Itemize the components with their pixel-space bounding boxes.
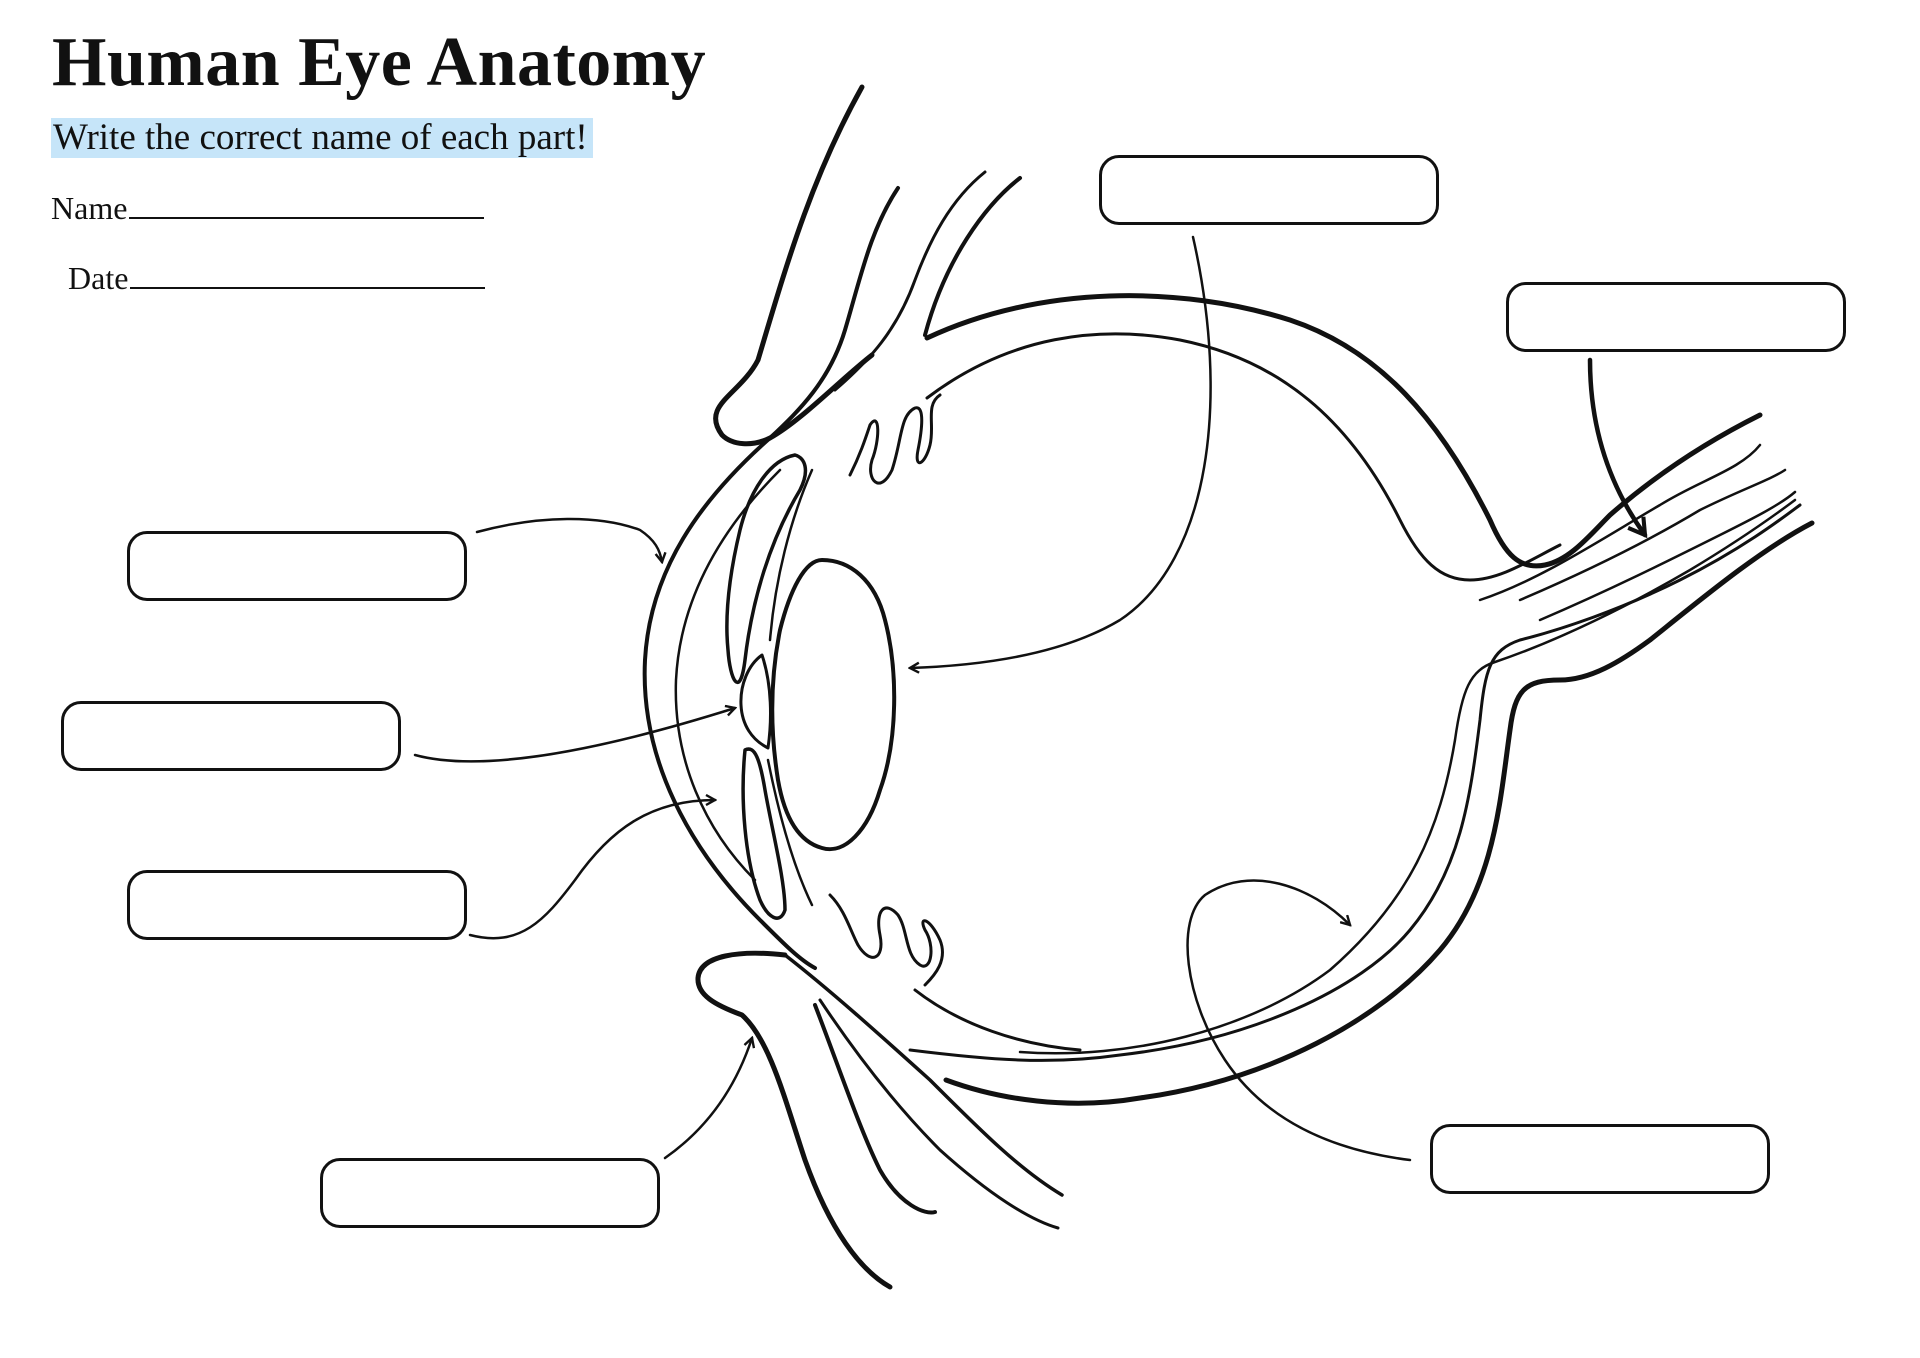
label-box-left-lower[interactable]: [127, 870, 467, 940]
vitreous-outline: [913, 988, 1082, 1052]
name-write-line[interactable]: [129, 193, 485, 219]
date-field-row: Date: [68, 260, 486, 297]
pointer-optic-nerve: [1587, 357, 1645, 535]
lower-eyelid: [695, 950, 1064, 1290]
lens: [770, 558, 897, 852]
date-write-line[interactable]: [130, 263, 486, 289]
label-box-top-right[interactable]: [1506, 282, 1846, 352]
optic-nerve: [1478, 443, 1797, 622]
date-label: Date: [68, 260, 129, 296]
worksheet-title: Human Eye Anatomy: [52, 24, 707, 101]
name-label: Name: [51, 190, 128, 226]
iris: [725, 393, 944, 987]
sclera: [908, 293, 1815, 1106]
label-box-left-middle[interactable]: [61, 701, 401, 771]
label-box-bottom-right[interactable]: [1430, 1124, 1770, 1194]
retina-layer: [1018, 498, 1797, 1055]
pointer-cornea: [475, 517, 662, 562]
cornea: [642, 436, 817, 970]
name-field-row: Name: [51, 190, 485, 227]
upper-eyelid: [713, 84, 1022, 447]
pupil: [739, 653, 772, 750]
pointer-lens: [910, 235, 1212, 668]
label-box-bottom-left[interactable]: [320, 1158, 660, 1228]
pointer-retina: [1186, 879, 1412, 1162]
pointer-eyelid: [663, 1038, 752, 1160]
pointer-pupil: [413, 708, 735, 763]
label-box-left-upper[interactable]: [127, 531, 467, 601]
worksheet-instruction: Write the correct name of each part!: [51, 118, 593, 158]
label-box-top[interactable]: [1099, 155, 1439, 225]
pointer-iris: [468, 800, 715, 940]
